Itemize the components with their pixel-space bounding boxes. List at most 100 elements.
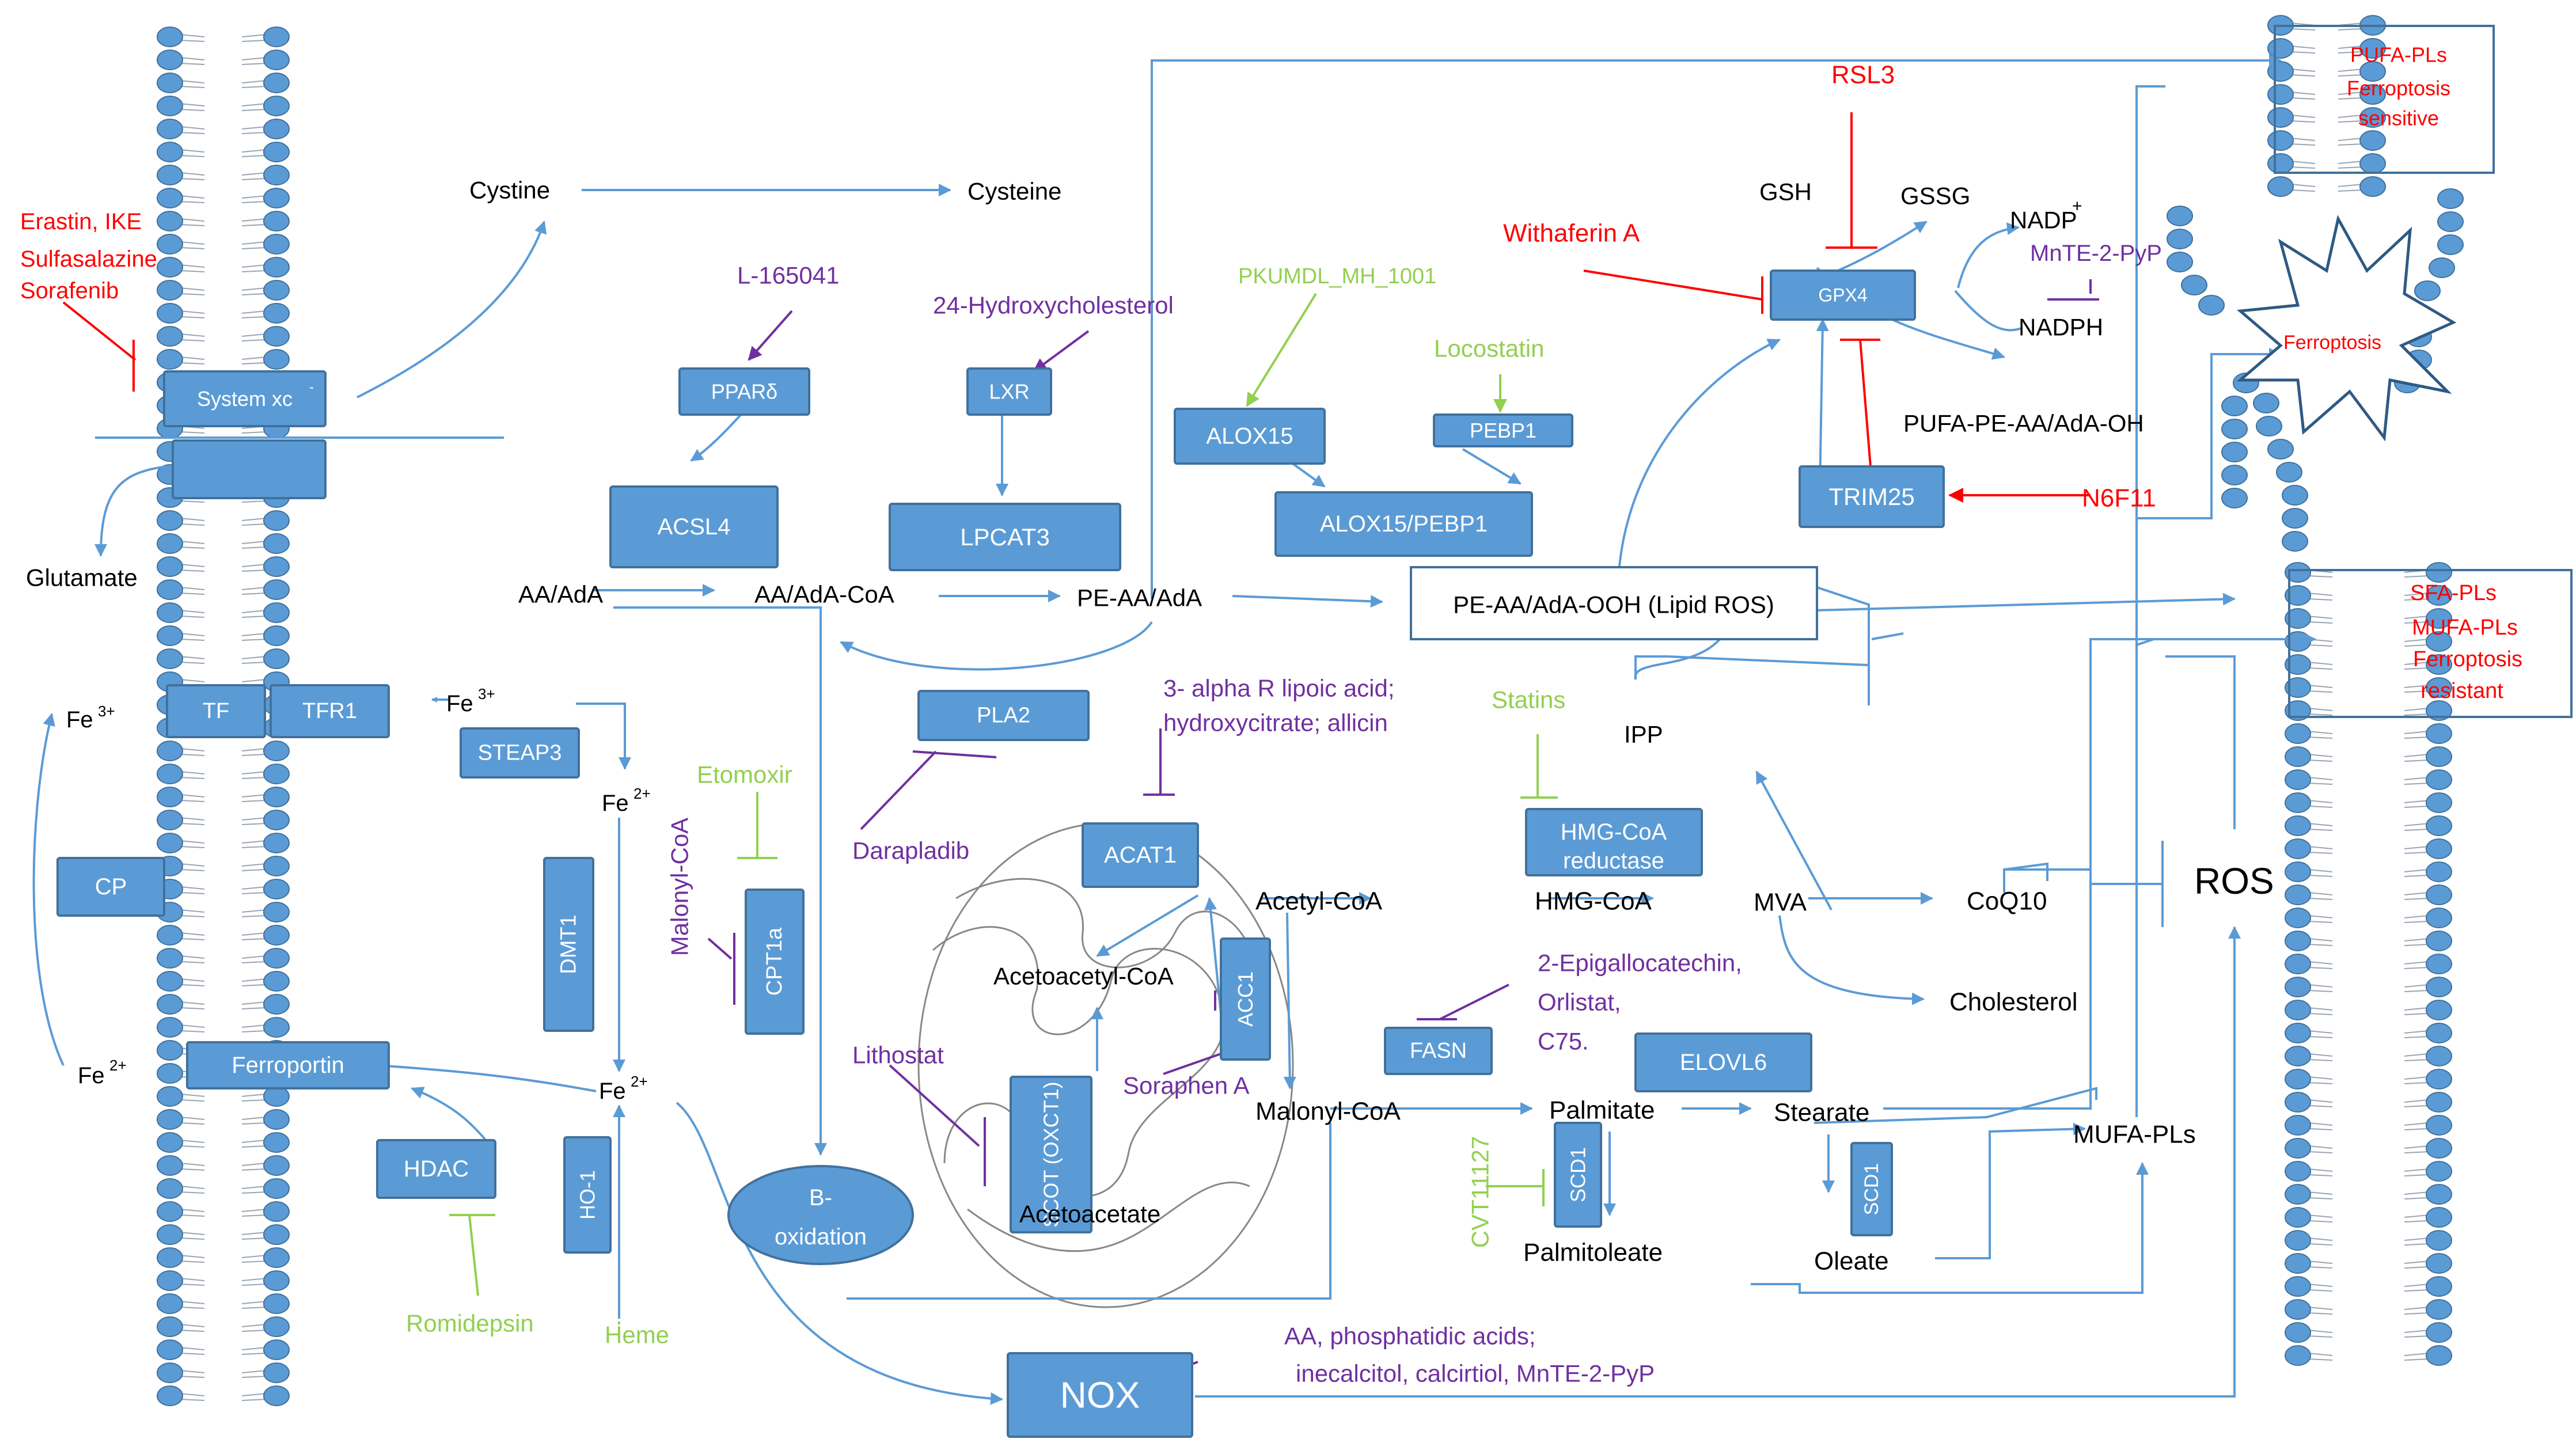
lipid-head — [2437, 188, 2464, 209]
acat1-box[interactable]: ACAT1 — [1082, 822, 1199, 888]
fe2-label-bottom: Fe — [599, 1079, 626, 1104]
oleate-label: Oleate — [1814, 1247, 1889, 1275]
pla2-box[interactable]: PLA2 — [917, 690, 1090, 741]
cp-box[interactable]: CP — [56, 857, 165, 917]
lpcat3-box[interactable]: LPCAT3 — [889, 503, 1121, 571]
gpx4-box[interactable]: GPX4 — [1770, 269, 1916, 321]
lipid-head — [157, 625, 183, 646]
orlistat-label: Orlistat, — [1538, 989, 1621, 1016]
pufa-panel — [2274, 25, 2495, 174]
pufa-pe-oh-label: PUFA-PE-AA/AdA-OH — [1903, 410, 2144, 437]
elovl6-box[interactable]: ELOVL6 — [1634, 1032, 1812, 1092]
lipid-head — [263, 280, 290, 301]
lipid-head — [263, 1224, 290, 1245]
lipid-head — [2285, 1023, 2311, 1043]
withaferin-a-label: Withaferin A — [1503, 219, 1640, 248]
mva-label: MVA — [1754, 889, 1807, 917]
lipid-head — [157, 1362, 183, 1383]
lipid-head — [2426, 1069, 2452, 1089]
b-oxidation-ellipse[interactable]: B-oxidation — [727, 1165, 914, 1265]
pebp1-box-label: PEBP1 — [1470, 419, 1537, 442]
fe3-label-left: Fe — [66, 707, 93, 732]
aa-ada-label: AA/AdA — [518, 581, 603, 608]
lipid-head — [2426, 1161, 2452, 1182]
fasn-box[interactable]: FASN — [1384, 1027, 1493, 1075]
lipid-head — [2285, 792, 2311, 813]
lipid-head — [2437, 234, 2464, 255]
lipid-head — [263, 234, 290, 255]
steap3-box[interactable]: STEAP3 — [460, 727, 580, 779]
lipid-head — [263, 1155, 290, 1176]
ferroptosis-resistant-label-1: Ferroptosis — [2413, 647, 2522, 671]
lipid-head — [263, 764, 290, 784]
system-xc-box-label: System xc — [197, 387, 293, 411]
lipid-head — [2267, 107, 2294, 128]
lipid-head — [2426, 608, 2452, 629]
palmitate-label: Palmitate — [1549, 1096, 1655, 1125]
nox-box[interactable]: NOX — [1007, 1352, 1193, 1438]
nadp-superscript: + — [2072, 197, 2082, 216]
lipid-head — [2285, 1207, 2311, 1228]
membrane-fragments — [2167, 188, 2464, 552]
alox15-box[interactable]: ALOX15 — [1174, 408, 1326, 465]
lipid-head — [263, 625, 290, 646]
lipid-head — [2426, 1276, 2452, 1297]
lipid-head — [2426, 931, 2452, 951]
lipid-head — [157, 787, 183, 807]
ferroportin-box[interactable]: Ferroportin — [186, 1041, 390, 1089]
ppard-box[interactable]: PPARδ — [678, 367, 810, 416]
lipid-head — [263, 1178, 290, 1199]
lipid-head — [157, 1316, 183, 1337]
lipid-head — [157, 119, 183, 139]
pebp1-box[interactable]: PEBP1 — [1433, 413, 1573, 447]
b-oxidation-label-1: B- — [809, 1185, 832, 1210]
lipid-head — [2253, 393, 2279, 413]
lipid-head — [157, 602, 183, 623]
hmg-coa-reductase-box[interactable] — [1525, 808, 1703, 876]
lipid-head — [2221, 465, 2248, 485]
scd1-box-left[interactable]: SCD1 — [1554, 1122, 1602, 1228]
lipid-head — [2359, 176, 2386, 197]
lipid-head — [2221, 488, 2248, 508]
panels — [2274, 25, 2573, 718]
alox15-pebp1-box[interactable]: ALOX15/PEBP1 — [1274, 491, 1533, 557]
lipid-head — [2285, 838, 2311, 859]
cpt1a-box[interactable]: CPT1a — [745, 889, 805, 1035]
lipid-head — [2426, 1023, 2452, 1043]
glutamate-label: Glutamate — [26, 564, 138, 591]
ho1-box[interactable]: HO-1 — [563, 1136, 612, 1254]
nox-box-label: NOX — [1060, 1375, 1140, 1416]
tfr1-box-label: TFR1 — [302, 699, 357, 723]
system-xc-box[interactable]: System xc — [163, 370, 327, 427]
hdac-box[interactable]: HDAC — [376, 1139, 496, 1199]
nadph-label: NADPH — [2019, 314, 2103, 341]
lipid-head — [2282, 508, 2308, 529]
fe2-label-top: Fe — [602, 791, 629, 816]
scot-box[interactable]: SCOT (OXCT1) — [1010, 1076, 1092, 1233]
acc1-box[interactable]: ACC1 — [1220, 937, 1271, 1061]
acsl4-box[interactable]: ACSL4 — [609, 485, 779, 568]
scd1-box-right-label: SCD1 — [1861, 1163, 1883, 1216]
tfr1-box[interactable]: TFR1 — [270, 684, 390, 738]
lipid-ros-box[interactable]: PE-AA/AdA-OOH (Lipid ROS) — [1410, 566, 1818, 640]
lipid-head — [2167, 206, 2193, 226]
lipid-head — [2267, 84, 2294, 105]
lipid-head — [157, 579, 183, 600]
lipid-head — [263, 579, 290, 600]
lipoic-acid-label: 3- alpha R lipoic acid; — [1163, 675, 1395, 702]
lipid-head — [2426, 1345, 2452, 1366]
lipid-head — [2426, 954, 2452, 974]
dmt1-box[interactable]: DMT1 — [543, 857, 594, 1032]
pla2-box-label: PLA2 — [977, 704, 1030, 728]
lxr-box[interactable]: LXR — [966, 367, 1052, 416]
hdac-box-label: HDAC — [404, 1156, 469, 1182]
alox15-box-label: ALOX15 — [1206, 424, 1293, 449]
lipid-head — [157, 1017, 183, 1038]
tf-box[interactable]: TF — [166, 684, 266, 738]
trim25-box[interactable]: TRIM25 — [1799, 465, 1945, 528]
ferroportin-box-label: Ferroportin — [232, 1053, 344, 1078]
scd1-box-right[interactable]: SCD1 — [1850, 1142, 1893, 1236]
transporter-box[interactable] — [172, 439, 327, 499]
lipid-head — [263, 648, 290, 669]
lipid-head — [263, 925, 290, 946]
